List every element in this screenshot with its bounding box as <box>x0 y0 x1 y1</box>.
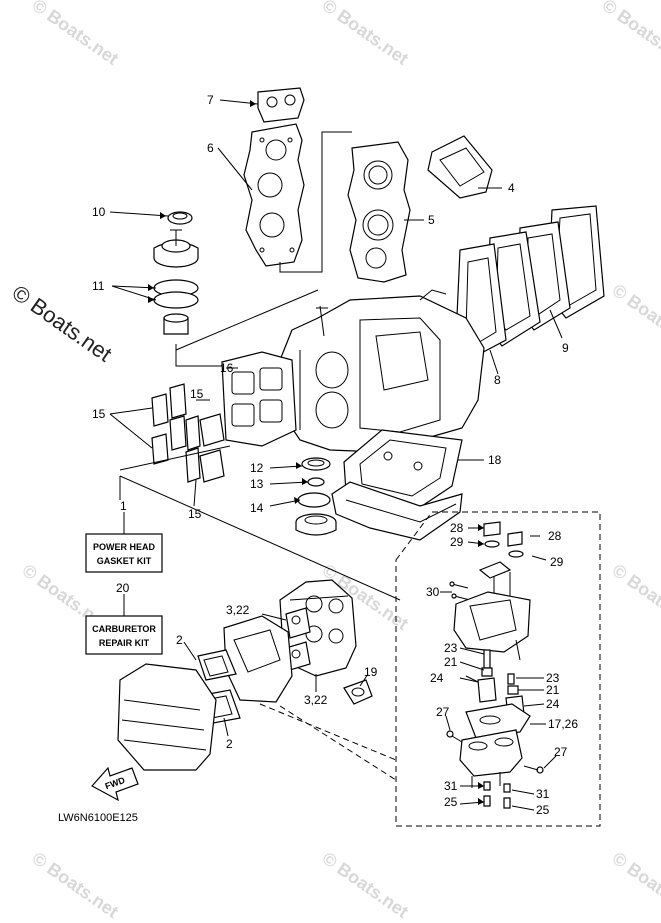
callout-24: 24 <box>430 671 444 685</box>
part-31-plug-right <box>503 783 511 793</box>
part-11-rings <box>153 279 199 309</box>
callout-1: 1 <box>120 499 127 513</box>
callout-15: 15 <box>92 407 106 421</box>
part-24-float-left <box>465 675 497 703</box>
part-27-screw-right <box>523 765 544 774</box>
callout-7: 7 <box>207 93 214 107</box>
part-12-seal <box>301 457 331 471</box>
part-21-jet-left <box>481 667 493 677</box>
callout-16: 16 <box>220 361 234 375</box>
kit-20-line1: CARBURETOR <box>92 624 156 634</box>
part-25-screw-right <box>503 797 511 809</box>
kit-1-line2: GASKET KIT <box>97 556 152 566</box>
callout-6: 6 <box>207 141 214 155</box>
bottom-cowl <box>331 481 463 541</box>
air-silencer-cover <box>117 663 217 771</box>
callout-31: 31 <box>536 787 550 801</box>
part-19-gasket <box>343 679 373 705</box>
callout-5: 5 <box>428 213 435 227</box>
callout-25: 25 <box>536 803 550 817</box>
callout-2: 2 <box>176 633 183 647</box>
callout-29: 29 <box>450 535 464 549</box>
callout-11: 11 <box>92 279 105 293</box>
fwd-arrow-icon: FWD <box>91 766 139 802</box>
callout-24: 24 <box>546 697 560 711</box>
callouts: 7 6 4 10 5 11 9 16 8 15 15 18 12 13 1 14… <box>92 93 578 817</box>
float-chamber-body <box>453 591 531 661</box>
callout-13: 13 <box>250 477 264 491</box>
callout-28: 28 <box>548 529 562 543</box>
callout-18: 18 <box>488 453 502 467</box>
callout-8: 8 <box>494 373 501 387</box>
kit-1-box: POWER HEAD GASKET KIT <box>85 533 163 573</box>
callout-25: 25 <box>444 795 458 809</box>
callout-30: 30 <box>426 585 440 599</box>
callout-17-26: 17,26 <box>548 717 578 731</box>
callout-10: 10 <box>92 205 106 219</box>
callout-2: 2 <box>226 737 233 751</box>
part-15-reeds <box>151 383 225 483</box>
callout-12: 12 <box>250 461 264 475</box>
callout-28: 28 <box>450 521 464 535</box>
part-17-26-gasket <box>465 703 531 739</box>
part-10-seal <box>167 211 193 225</box>
part-25-screw-left <box>483 795 491 807</box>
connector-dashed <box>279 705 397 781</box>
cylinder-block <box>275 289 485 453</box>
callout-27: 27 <box>554 745 568 759</box>
callout-23: 23 <box>444 641 458 655</box>
callout-23: 23 <box>546 671 560 685</box>
part-13-ring <box>307 477 325 487</box>
part-30-screw <box>449 581 471 601</box>
part-23-jet-right <box>507 673 515 685</box>
callout-31: 31 <box>444 779 458 793</box>
part-27-screw-left <box>446 730 463 743</box>
kit-20-box: CARBURETOR REPAIR KIT <box>85 615 163 655</box>
callout-21: 21 <box>546 683 560 697</box>
callout-21: 21 <box>444 655 458 669</box>
callout-29: 29 <box>550 555 564 569</box>
arrowheads <box>148 100 484 805</box>
callout-20: 20 <box>116 581 130 595</box>
float-bowl <box>459 729 523 788</box>
part-4-cover <box>427 135 493 199</box>
inset-frame <box>395 511 601 827</box>
intake-silencer <box>223 615 293 703</box>
part-28-nut-left <box>483 521 501 537</box>
part-2-gasket-upper <box>197 649 237 681</box>
part-29-washer-left <box>484 540 500 548</box>
callout-3-22: 3,22 <box>304 693 328 707</box>
bushing <box>163 313 189 335</box>
part-28-nut-right <box>507 531 523 547</box>
bearing-housing <box>153 229 199 268</box>
part-23-jet-left <box>483 649 491 669</box>
callout-9: 9 <box>562 341 569 355</box>
part-31-plug-left <box>483 781 491 791</box>
callout-15: 15 <box>190 387 204 401</box>
callout-15: 15 <box>188 507 202 521</box>
part-16-manifold <box>221 351 297 447</box>
callout-14: 14 <box>250 501 264 515</box>
callout-27: 27 <box>436 705 450 719</box>
part-29-washer-right <box>508 550 524 558</box>
connector-line <box>119 445 231 471</box>
connector-line <box>119 475 401 601</box>
kit-1-line1: POWER HEAD <box>93 542 156 552</box>
callout-19: 19 <box>364 665 378 679</box>
part-5-cover <box>347 141 411 283</box>
callout-3-22: 3,22 <box>226 603 250 617</box>
kit-20-line2: REPAIR KIT <box>99 638 150 648</box>
part-7-plate <box>257 87 305 123</box>
connector-dashed <box>259 703 397 761</box>
callout-4: 4 <box>508 181 515 195</box>
connector-line <box>279 131 352 273</box>
part-21-jet-right <box>507 685 519 695</box>
diagram-code: LW6N6100E125 <box>58 812 138 824</box>
connector-line <box>175 289 319 351</box>
part-3-22-gasket-upper <box>285 607 311 639</box>
bottom-housing <box>295 513 337 536</box>
part-6-gasket <box>243 123 305 267</box>
part-14-oring <box>297 492 331 508</box>
